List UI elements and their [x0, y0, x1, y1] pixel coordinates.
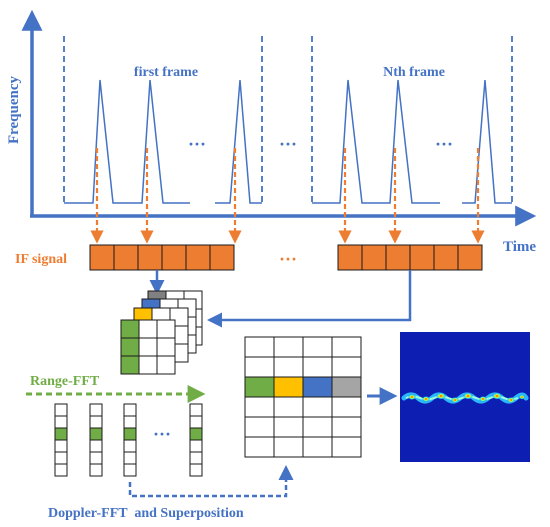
range-column: [89, 403, 103, 477]
range-column-ellipsis: ···: [153, 424, 171, 444]
doppler-fft-label: Doppler-FFT and Superposition: [48, 506, 244, 521]
chirp-sawtooth: [312, 79, 512, 204]
chirp-ellipsis: ···: [435, 134, 453, 154]
data-cube: [120, 290, 203, 375]
range-column: [123, 403, 137, 477]
nth-frame-label: Nth frame: [383, 65, 445, 80]
first-frame-label: first frame: [134, 65, 198, 80]
range-doppler-heatmap: [400, 332, 530, 462]
if-signal-ellipsis: ···: [279, 249, 297, 269]
range-column: [54, 403, 68, 477]
y-axis-label: Frequency: [6, 75, 22, 144]
doppler-fft-arrow: [128, 465, 294, 498]
range-fft-columns: [54, 403, 203, 477]
range-fft-label: Range-FFT: [30, 374, 100, 389]
if-signal-buffer-first: [89, 244, 235, 271]
first-frame-chirps: [63, 36, 263, 204]
x-axis-label: Time: [503, 239, 536, 255]
sampling-arrows: [90, 148, 485, 244]
nth-buffer-to-cube-arrow: [207, 270, 412, 328]
chirp-sawtooth: [64, 79, 262, 204]
heatmap-hotspots: [408, 392, 525, 403]
chirp-ellipsis: ···: [188, 134, 206, 154]
frames-ellipsis: ···: [279, 134, 297, 154]
cube-layer-front: [120, 319, 176, 375]
range-column: [189, 403, 203, 477]
if-signal-buffer-nth: [337, 244, 483, 271]
frequency-time-axes: [21, 9, 537, 227]
if-signal-label: IF signal: [15, 252, 67, 267]
range-doppler-grid: [244, 336, 362, 458]
nth-frame-chirps: [311, 36, 513, 204]
